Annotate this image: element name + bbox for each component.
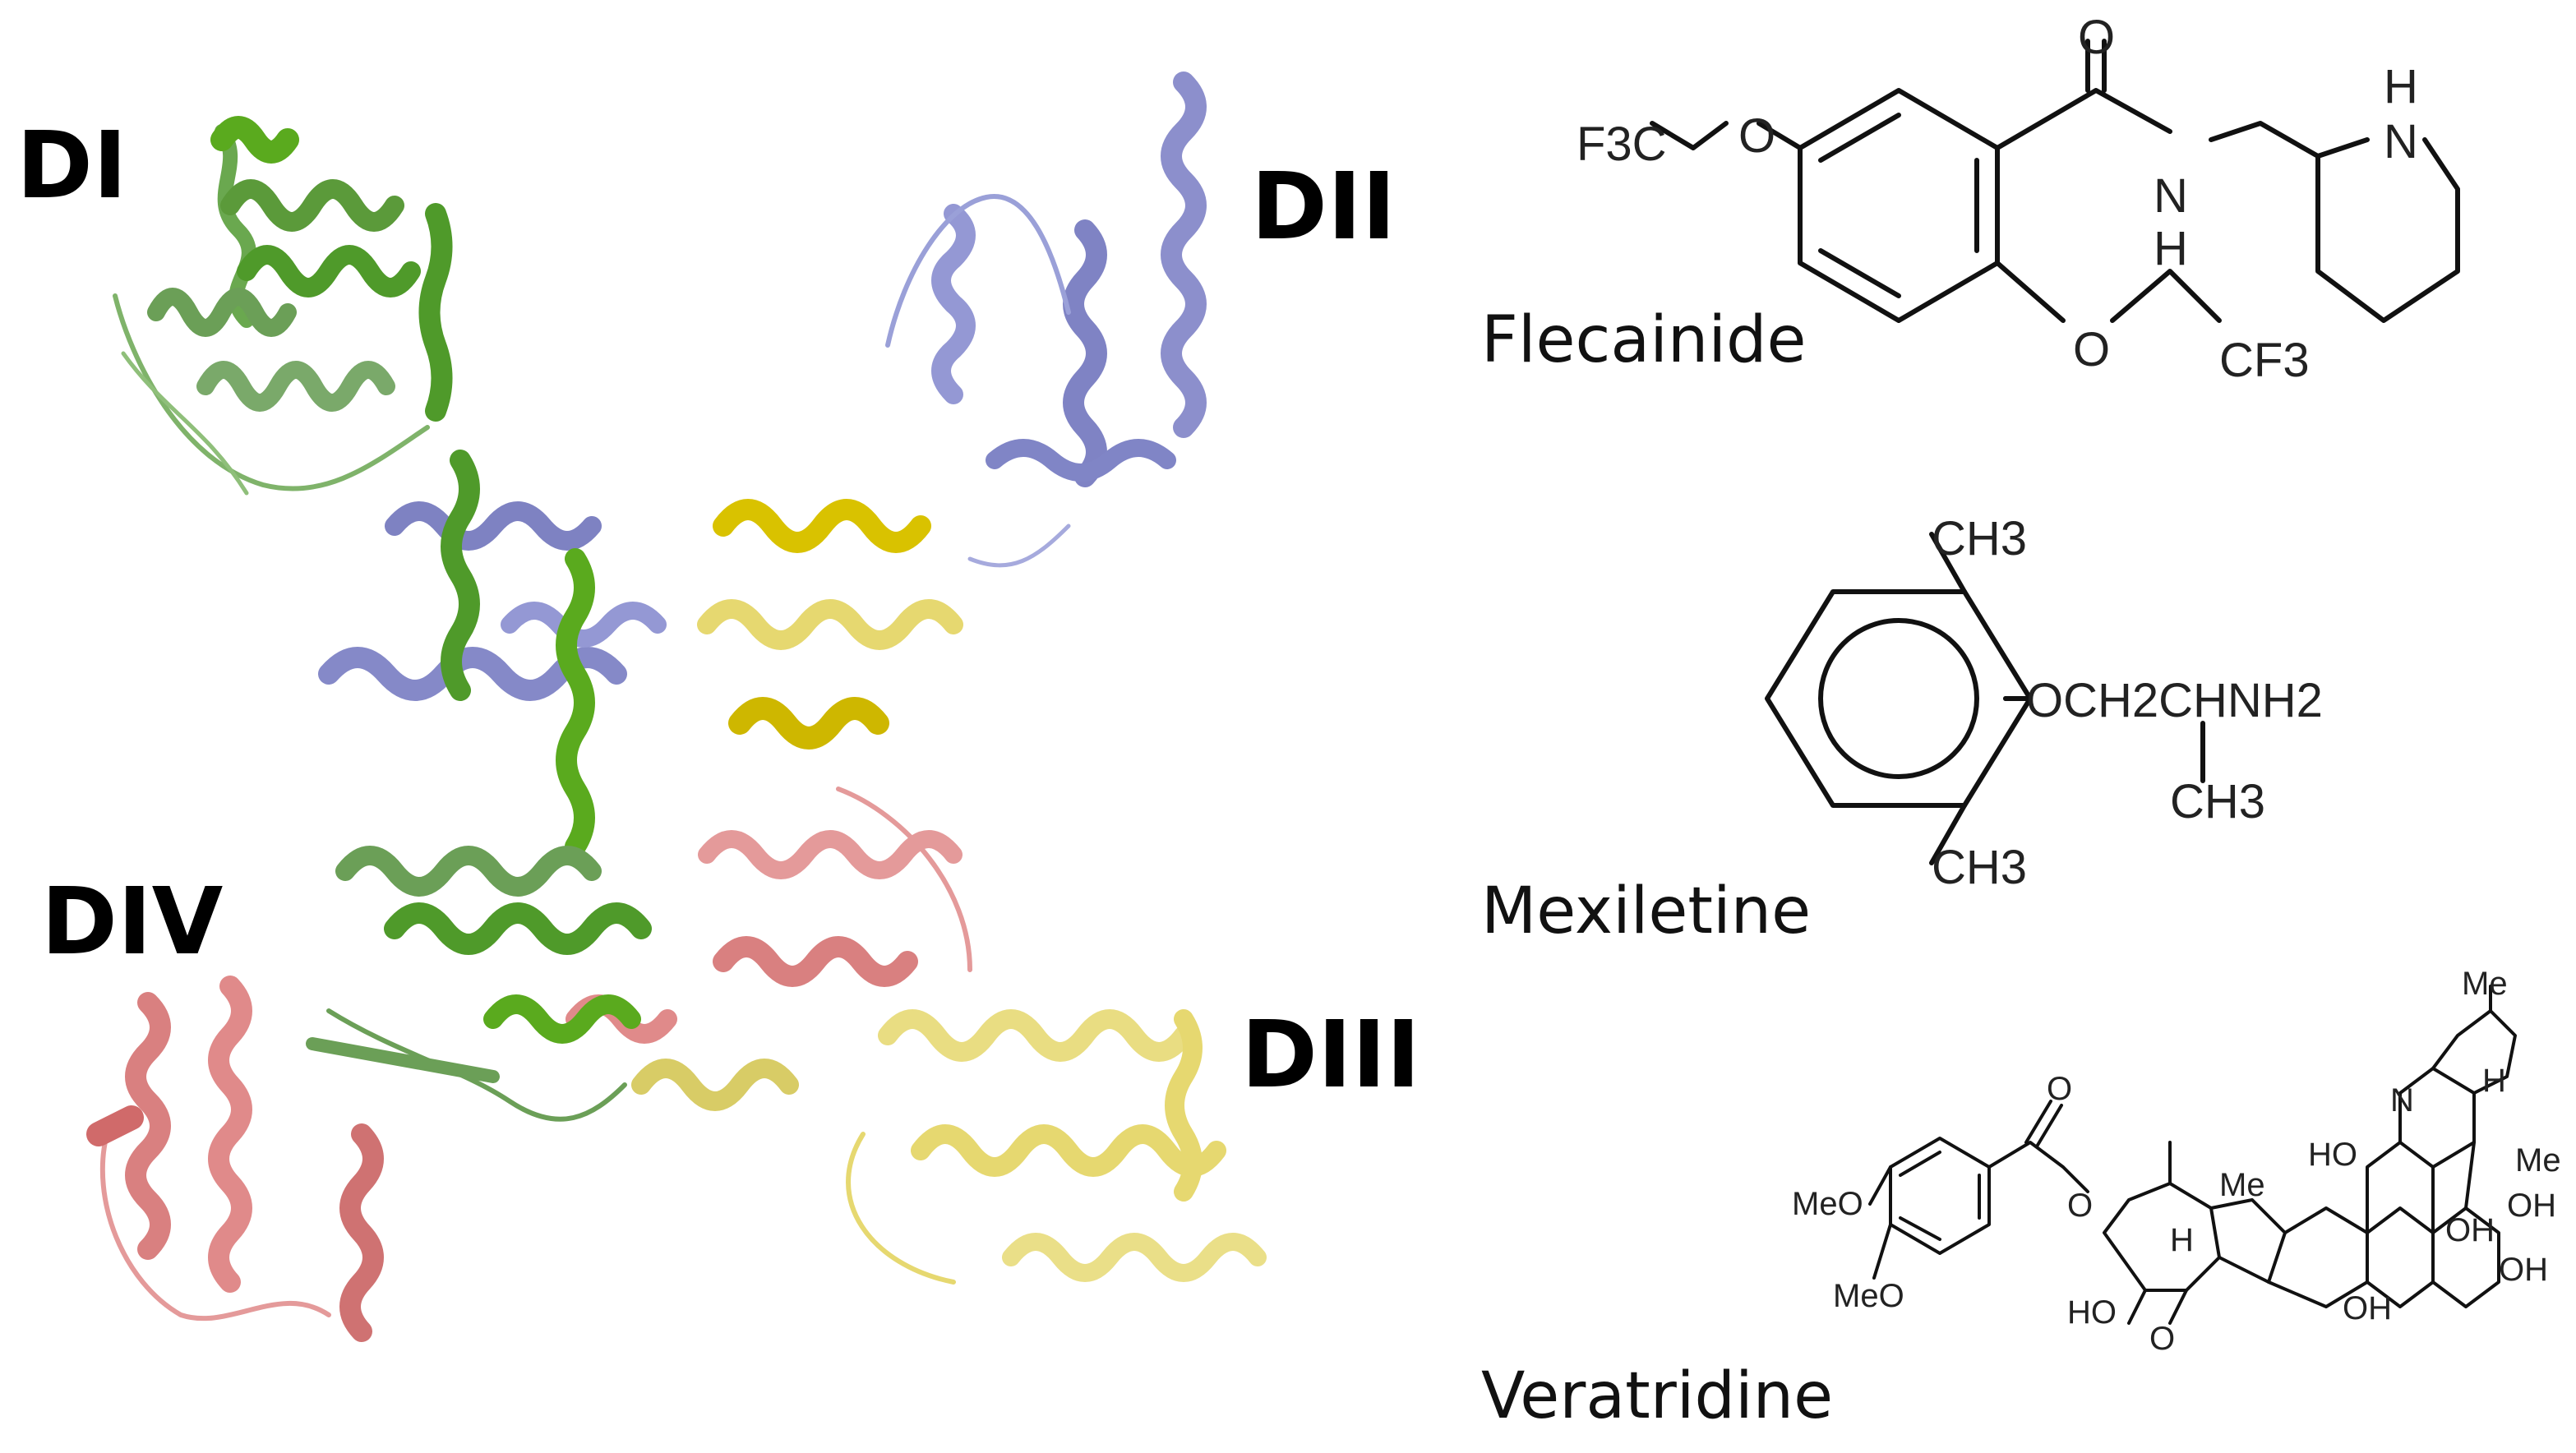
veratridine-atom-me-right: Me (2515, 1142, 2561, 1179)
veratridine-atom-meo2: MeO (1833, 1278, 1904, 1314)
domain-label-diii: DIII (1241, 1002, 1420, 1109)
veratridine-atom-ho2: HO (2067, 1294, 2117, 1331)
flecainide-atom-h-nh: H (2384, 60, 2418, 113)
veratridine-atom-me-top: Me (2462, 966, 2508, 1002)
domain-div-helices (86, 786, 972, 1342)
veratridine-atom-ho1: HO (2308, 1137, 2357, 1173)
flecainide-atom-n-amide: N (2154, 169, 2188, 223)
drug-name-flecainide: Flecainide (1481, 303, 1806, 377)
veratridine-atom-oh1: OH (2507, 1188, 2556, 1224)
flecainide-atom-cf3: CF3 (2219, 334, 2310, 387)
veratridine-atom-oh4: OH (2343, 1290, 2392, 1326)
flecainide-structure (1650, 39, 2460, 323)
veratridine-atom-o-carbonyl: O (2047, 1071, 2072, 1107)
veratridine-structure (1868, 985, 2517, 1325)
veratridine-atom-o-epox: O (2149, 1321, 2175, 1357)
mexiletine-atom-ch3-top: CH3 (1932, 512, 2027, 565)
flecainide-atom-o-carbonyl: O (2078, 11, 2115, 64)
veratridine-atom-h1: H (2482, 1063, 2506, 1099)
mexiletine-structure (1765, 532, 2205, 865)
domain-diii-helices (631, 499, 1267, 1285)
flecainide-atom-f3c: F3C (1577, 118, 1667, 171)
flecainide-atom-o1: O (1738, 109, 1775, 163)
domain-label-div: DIV (41, 869, 224, 976)
flecainide-atom-o2: O (2073, 323, 2110, 376)
mexiletine-atom-ch3-mid: CH3 (2170, 775, 2265, 828)
veratridine-atom-oh2: OH (2445, 1212, 2495, 1248)
veratridine-atom-me-mid: Me (2219, 1167, 2265, 1203)
veratridine-atom-n: N (2390, 1082, 2414, 1119)
sodium-channel-structure (86, 71, 1267, 1342)
veratridine-atom-o-ester: O (2067, 1188, 2093, 1224)
flecainide-atom-h-amide: H (2154, 222, 2188, 275)
mexiletine-atom-chain: OCH2CHNH2 (2026, 674, 2323, 727)
domain-di-central-helices (306, 450, 652, 1122)
veratridine-atom-oh3: OH (2499, 1252, 2548, 1288)
drug-name-veratridine: Veratridine (1481, 1359, 1833, 1433)
domain-label-dii: DII (1251, 154, 1396, 261)
domain-label-di: DI (16, 113, 127, 219)
veratridine-atom-h2: H (2170, 1222, 2194, 1258)
domain-di-helices (113, 116, 453, 496)
drug-name-mexiletine: Mexiletine (1481, 874, 1811, 948)
flecainide-atom-nh: N (2384, 115, 2418, 168)
veratridine-atom-meo1: MeO (1792, 1186, 1863, 1222)
mexiletine-atom-ch3-bottom: CH3 (1932, 841, 2027, 894)
domain-dii-helices (318, 71, 1207, 701)
